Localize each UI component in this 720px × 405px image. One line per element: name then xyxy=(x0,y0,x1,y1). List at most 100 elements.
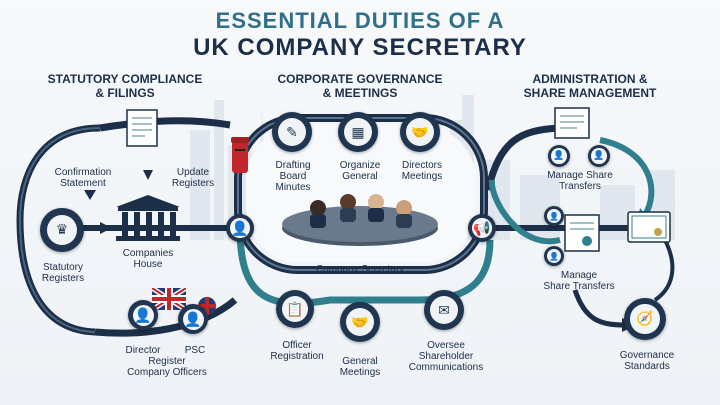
person-icon-inner: 👤 xyxy=(547,249,561,263)
share-certificate-icon xyxy=(627,211,671,243)
clipboard-icon: 📋 xyxy=(276,290,314,328)
label-company-secretary: Company Secretary xyxy=(315,264,405,275)
label-line: Manage xyxy=(560,270,598,281)
label-organize-general: Organize General xyxy=(330,160,390,182)
label-line: Transfers xyxy=(559,181,601,192)
megaphone-icon-inner: 📢 xyxy=(472,218,492,238)
label-line: House xyxy=(133,259,163,270)
meeting-table xyxy=(282,194,438,246)
compass-icon-inner: 🧭 xyxy=(630,304,660,334)
clipboard-icon-inner: 📋 xyxy=(281,295,309,323)
label-register-company-officers: Register Company Officers xyxy=(112,356,222,378)
section-header-line: & FILINGS xyxy=(95,86,155,100)
label-line: Meetings xyxy=(339,367,381,378)
label-companies-house: Companies House xyxy=(110,248,186,270)
label-line: Registration xyxy=(270,351,324,362)
label-line: Officer xyxy=(282,340,312,351)
person-icon-inner: 👤 xyxy=(230,218,250,238)
section-header-line: SHARE MANAGEMENT xyxy=(523,86,657,100)
label-line: Confirmation xyxy=(54,167,112,178)
label-line: General xyxy=(342,356,378,367)
compass-icon: 🧭 xyxy=(624,298,666,340)
certificate-icon xyxy=(564,214,600,252)
person-icon: 👤 xyxy=(544,246,564,266)
psc-avatar-icon: 👤 xyxy=(178,304,208,334)
label-oversee-shareholder-communications: Oversee Shareholder Communications xyxy=(404,340,488,373)
label-line: Shareholder xyxy=(418,351,474,362)
section-header-line: ADMINISTRATION & xyxy=(532,72,648,86)
calendar-icon: ▦ xyxy=(338,112,378,152)
label-line: Communications xyxy=(408,362,484,373)
general-meetings-handshake-icon: 🤝 xyxy=(340,302,380,342)
section-header-line: & MEETINGS xyxy=(322,86,398,100)
person-icon-inner: 👤 xyxy=(591,148,607,164)
label-line: Governance xyxy=(619,350,675,361)
left-top-arc xyxy=(99,117,231,132)
label-line: Company Officers xyxy=(127,367,207,378)
section-header-line: STATUTORY COMPLIANCE xyxy=(47,72,203,86)
label-general-meetings: General Meetings xyxy=(330,356,390,378)
person-icon-inner: 👤 xyxy=(551,148,567,164)
label-directors-meetings: Directors Meetings xyxy=(392,160,452,182)
director-avatar-icon: 👤 xyxy=(128,300,158,330)
label-line: Board xyxy=(279,171,307,182)
label-line: Registers xyxy=(171,178,215,189)
label-governance-standards: Governance Standards xyxy=(610,350,684,372)
label-officer-registration: Officer Registration xyxy=(262,340,332,362)
label-line: Manage Share xyxy=(547,170,613,181)
person-icon: 👤 xyxy=(588,145,610,167)
label-line: Standards xyxy=(624,361,670,372)
person-icon: 👤 xyxy=(226,214,254,242)
envelope-icon: ✉ xyxy=(424,290,464,330)
uk-flag-icon xyxy=(152,288,186,310)
label-line: Share Transfers xyxy=(543,281,615,292)
handshake-icon: 🤝 xyxy=(346,308,374,336)
section-header-governance: CORPORATE GOVERNANCE & MEETINGS xyxy=(270,72,450,100)
label-line: Organize xyxy=(339,160,381,171)
label-line: Statement xyxy=(60,178,106,189)
label-line: Companies xyxy=(122,248,174,259)
label-manage-share-transfers-2: Manage Share Transfers xyxy=(532,270,626,292)
calendar-icon-inner: ▦ xyxy=(344,118,372,146)
left-bottom-arc xyxy=(94,297,238,337)
person-icon: 👤 xyxy=(182,308,204,330)
title-line-1: ESSENTIAL DUTIES OF A xyxy=(215,8,505,33)
label-line: Statutory xyxy=(42,262,84,273)
label-update-registers: Update Registers xyxy=(158,167,228,189)
label-line: Oversee xyxy=(427,340,465,351)
label-line: Register xyxy=(148,356,186,367)
handshake-icon: 🤝 xyxy=(400,112,440,152)
label-line: Meetings xyxy=(401,171,443,182)
person-icon: 👤 xyxy=(548,145,570,167)
person-icon: 👤 xyxy=(132,304,154,326)
label-statutory-registers: Statutory Registers xyxy=(28,262,98,284)
label-director: Director xyxy=(125,345,161,356)
handshake-icon-inner: 🤝 xyxy=(406,118,434,146)
section-header-administration: ADMINISTRATION & SHARE MANAGEMENT xyxy=(505,72,675,100)
label-line: Drafting xyxy=(275,160,311,171)
label-line: Update xyxy=(176,167,210,178)
label-line: General xyxy=(342,171,378,182)
crest-icon-inner: ♛ xyxy=(46,214,78,246)
lower-flow-loop xyxy=(236,227,494,307)
label-psc: PSC xyxy=(184,345,206,356)
label-manage-share-transfers-1: Manage Share Transfers xyxy=(535,170,625,192)
document-pen-icon: ✎ xyxy=(272,112,312,152)
crest-icon: ♛ xyxy=(40,208,84,252)
post-box-icon xyxy=(231,137,249,173)
person-icon: 👤 xyxy=(544,206,564,226)
title-line-2: UK COMPANY SECRETARY xyxy=(193,34,527,61)
document-pen-icon-inner: ✎ xyxy=(278,118,306,146)
share-document-icon xyxy=(554,107,590,139)
label-line: Registers xyxy=(41,273,85,284)
label-confirmation-statement: Confirmation Statement xyxy=(38,167,128,189)
right-flow-loop xyxy=(484,124,561,191)
megaphone-icon: 📢 xyxy=(468,214,496,242)
person-icon-inner: 👤 xyxy=(547,209,561,223)
envelope-icon-inner: ✉ xyxy=(430,296,458,324)
companies-house-building-icon xyxy=(116,195,180,241)
document-icon xyxy=(126,109,158,147)
label-drafting-board-minutes: Drafting Board Minutes xyxy=(266,160,320,193)
